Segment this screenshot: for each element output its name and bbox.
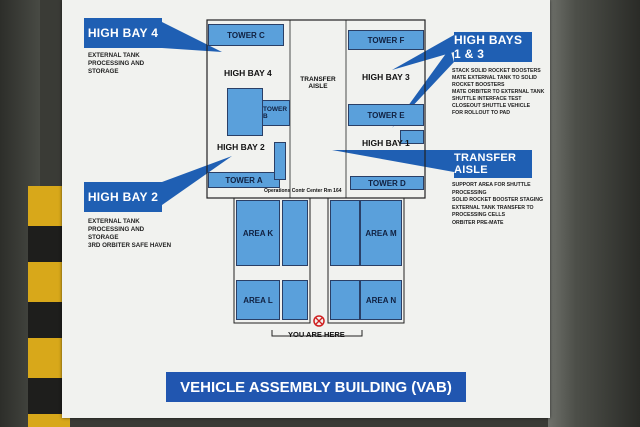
label-transfer-aisle: TRANSFER AISLE xyxy=(300,76,336,90)
note-high-bays-1-3: STACK SOLID ROCKET BOOSTERS MATE EXTERNA… xyxy=(452,68,545,116)
label-you-are-here: YOU ARE HERE xyxy=(288,330,345,339)
label-high-bay-1: HIGH BAY 1 xyxy=(362,138,410,148)
area-l-east xyxy=(282,280,308,320)
vab-directory-sign: HIGH BAY 4 HIGH BAY 2 HIGH BAYS 1 & 3 TR… xyxy=(62,0,550,418)
tower-d: TOWER D xyxy=(350,176,424,190)
tower-e: TOWER E xyxy=(348,104,424,126)
high-bay-1-strip xyxy=(400,130,424,144)
callout-high-bay-2: HIGH BAY 2 xyxy=(84,182,162,212)
area-k: AREA K xyxy=(236,200,280,266)
tower-a: TOWER A xyxy=(208,172,280,188)
tower-b-block xyxy=(227,88,263,136)
area-m: AREA M xyxy=(360,200,402,266)
you-are-here-marker xyxy=(313,315,325,327)
area-k-east xyxy=(282,200,308,266)
note-high-bay-4: EXTERNAL TANK PROCESSING AND STORAGE xyxy=(88,52,145,75)
callout-high-bays-1-3: HIGH BAYS 1 & 3 xyxy=(454,32,532,62)
label-high-bay-2: HIGH BAY 2 xyxy=(217,142,265,152)
label-operations-center: Operations Contr Center Rm 164 xyxy=(264,188,342,194)
callout-transfer-aisle: TRANSFER AISLE xyxy=(454,150,532,178)
tower-f: TOWER F xyxy=(348,30,424,50)
area-m-west xyxy=(330,200,360,266)
high-bay-2-strip xyxy=(274,142,286,180)
note-high-bay-2: EXTERNAL TANK PROCESSING AND STORAGE 3RD… xyxy=(88,218,172,249)
area-n: AREA N xyxy=(360,280,402,320)
area-l: AREA L xyxy=(236,280,280,320)
metal-frame xyxy=(548,0,640,427)
area-n-west xyxy=(330,280,360,320)
note-transfer-aisle: SUPPORT AREA FOR SHUTTLE PROCESSING SOLI… xyxy=(452,182,543,226)
callout-high-bay-4: HIGH BAY 4 xyxy=(84,18,162,48)
label-high-bay-4: HIGH BAY 4 xyxy=(224,68,272,78)
tower-b: TOWER B xyxy=(262,100,290,126)
label-high-bay-3: HIGH BAY 3 xyxy=(362,72,410,82)
tower-c: TOWER C xyxy=(208,24,284,46)
sign-title: VEHICLE ASSEMBLY BUILDING (VAB) xyxy=(166,372,466,402)
